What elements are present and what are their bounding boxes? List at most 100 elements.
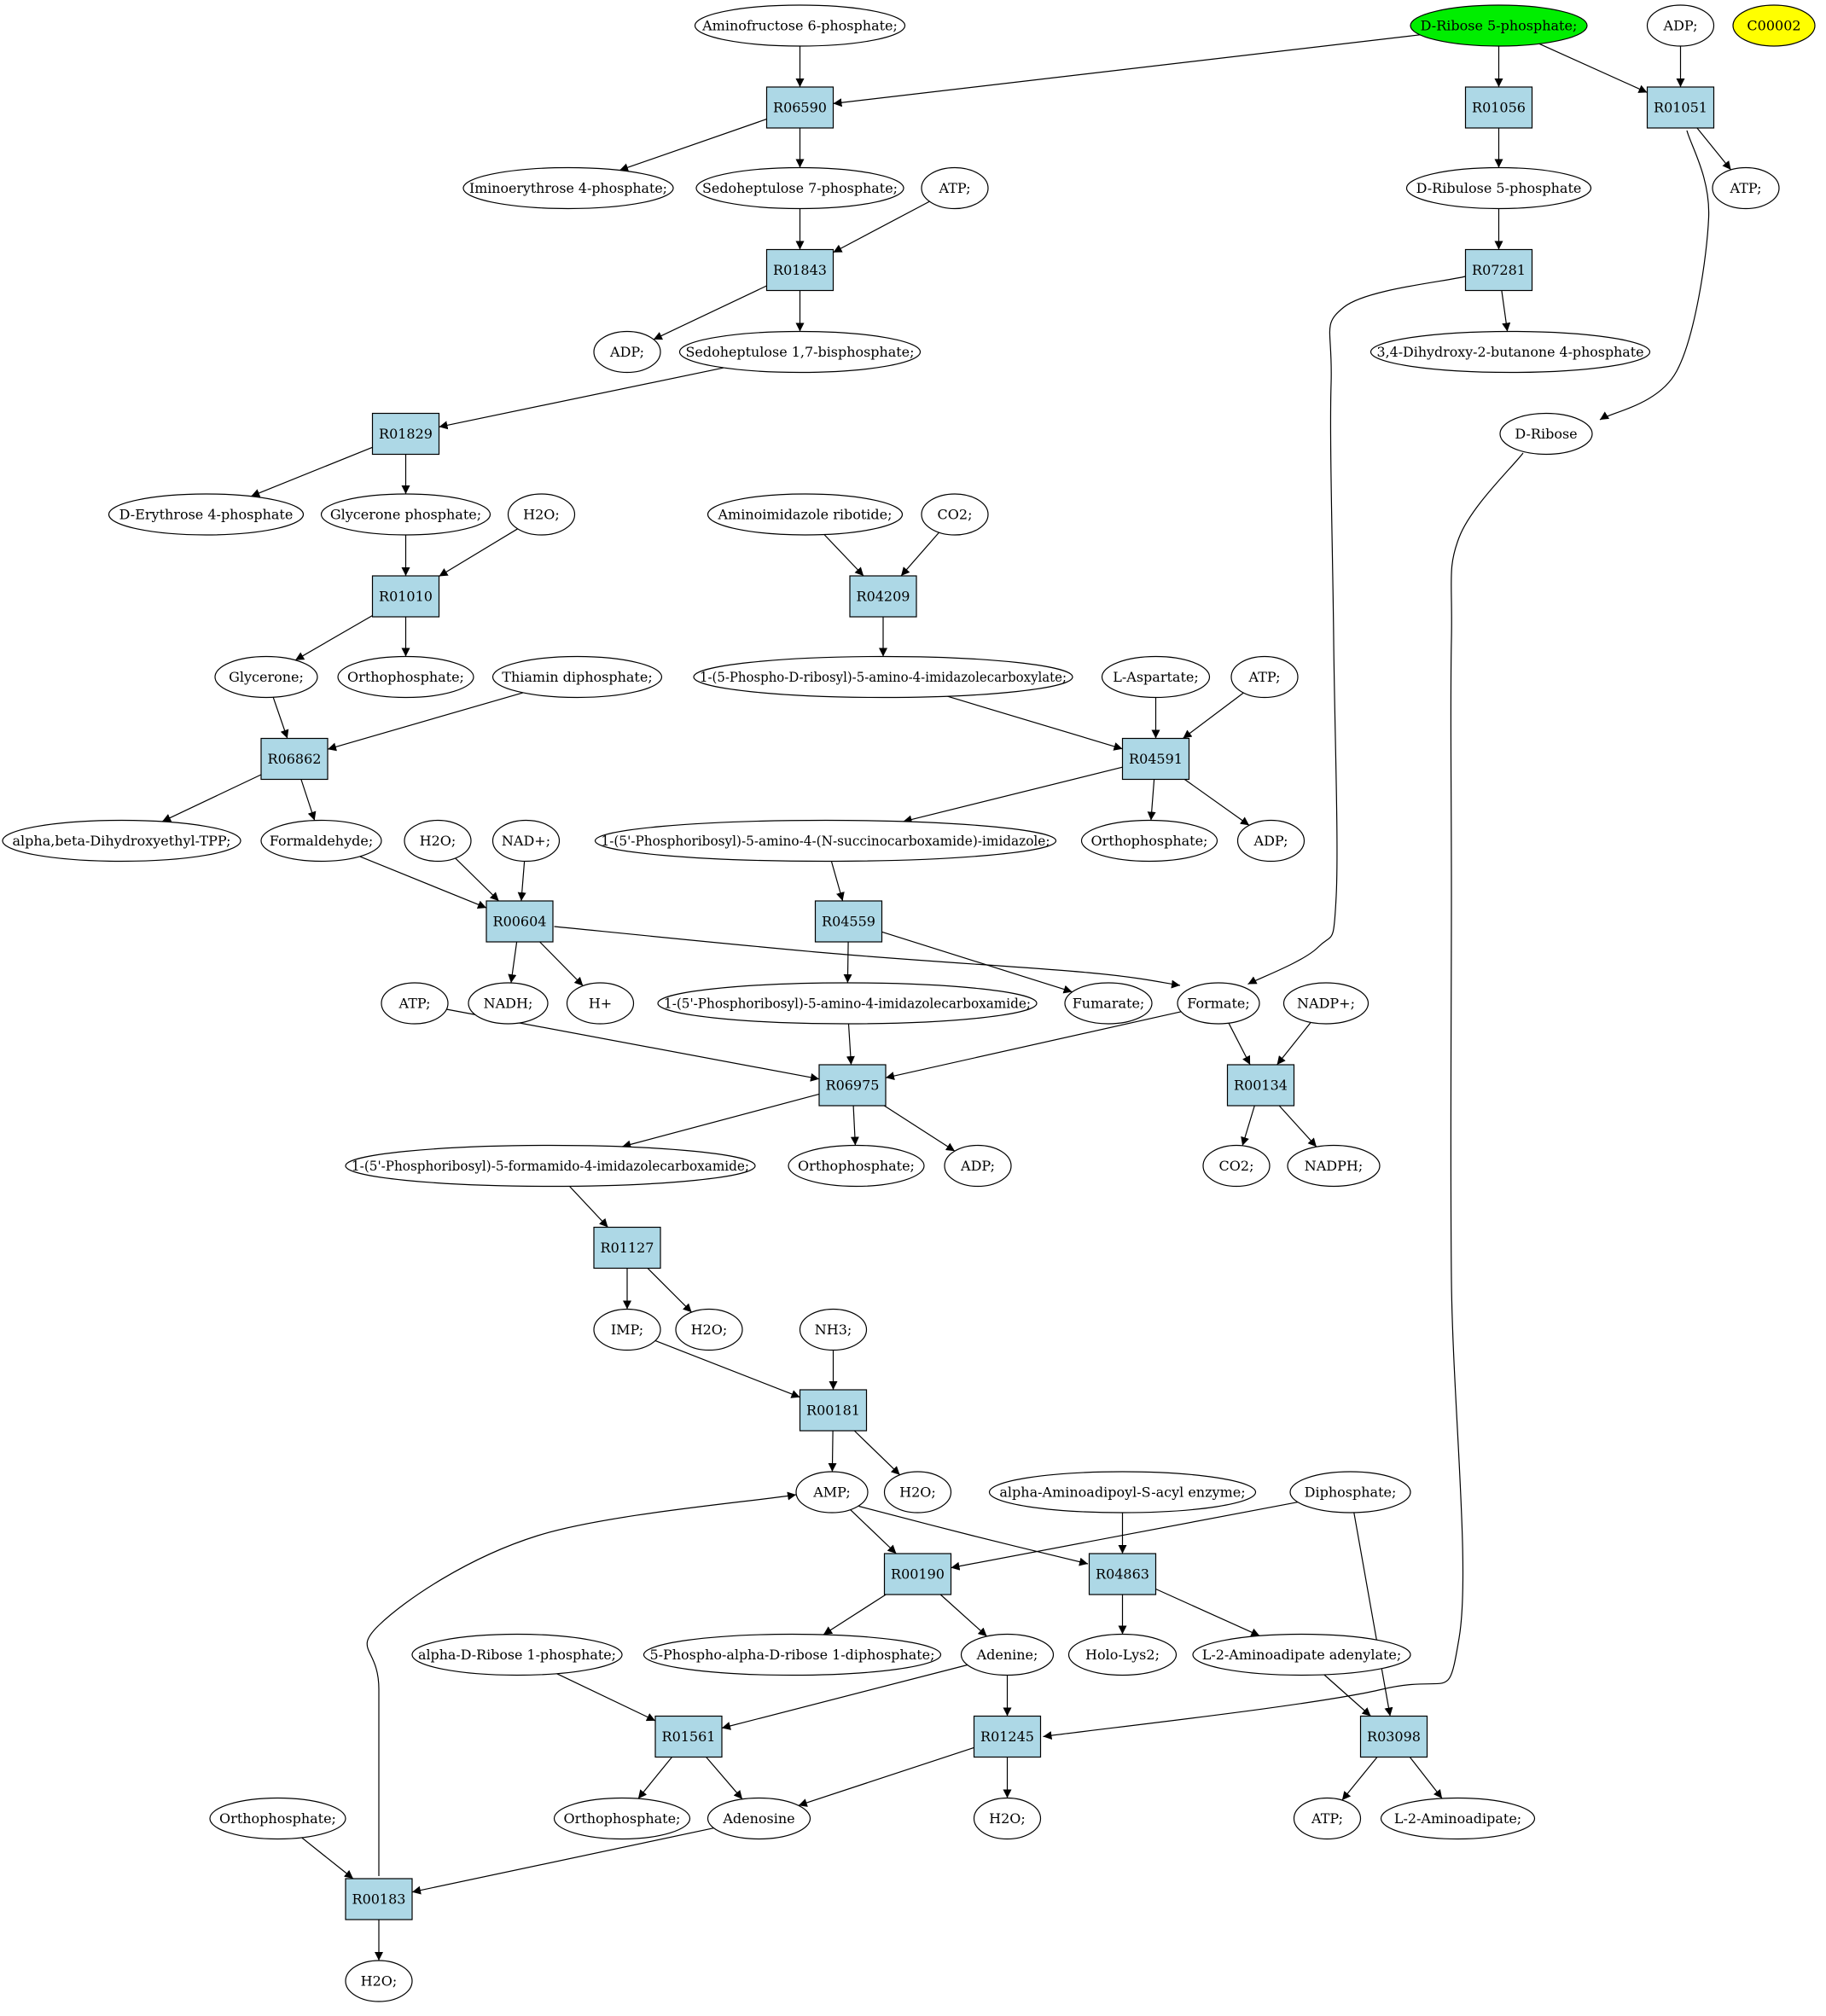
reaction-node-r00134[interactable]: R00134: [1226, 1064, 1295, 1107]
node-label: H2O;: [523, 507, 560, 523]
compound-node-c-h2o-1245[interactable]: H2O;: [973, 1797, 1042, 1840]
compound-node-c-ribose1p[interactable]: alpha-D-Ribose 1-phosphate;: [411, 1633, 623, 1676]
compound-node-c-erythrose4p[interactable]: D-Erythrose 4-phosphate: [108, 493, 305, 536]
compound-node-c-aminoadipate[interactable]: L-2-Aminoadipate;: [1380, 1797, 1536, 1840]
compound-node-c-h2o-183[interactable]: H2O;: [345, 1960, 413, 2002]
compound-node-c-adenosine[interactable]: Adenosine: [707, 1797, 811, 1840]
node-label: Orthophosphate;: [219, 1810, 336, 1827]
compound-node-c-formate[interactable]: Formate;: [1177, 982, 1260, 1025]
compound-node-c-faicar[interactable]: 1-(5'-Phosphoribosyl)-5-formamido-4-imid…: [345, 1144, 756, 1188]
compound-node-c-adp-1843[interactable]: ADP;: [593, 330, 661, 374]
reaction-node-r01056[interactable]: R01056: [1464, 86, 1533, 129]
compound-node-c-hololys2[interactable]: Holo-Lys2;: [1067, 1633, 1178, 1676]
edge-c-saicar-to-r04559: [830, 861, 845, 902]
reaction-node-r01127[interactable]: R01127: [593, 1226, 661, 1269]
compound-node-c-thiamin[interactable]: Thiamin diphosphate;: [491, 655, 663, 699]
compound-node-c-aminoadipate-aden[interactable]: L-2-Aminoadipate adenylate;: [1192, 1633, 1411, 1676]
compound-node-c-air[interactable]: Aminoimidazole ribotide;: [707, 493, 904, 536]
compound-node-c-adp-top[interactable]: ADP;: [1646, 4, 1715, 47]
compound-node-c-imp[interactable]: IMP;: [593, 1308, 661, 1351]
compound-node-c-iminoerythrose[interactable]: Iminoerythrose 4-phosphate;: [462, 166, 674, 210]
compound-node-c-dihydroxybutanone[interactable]: 3,4-Dihydroxy-2-butanone 4-phosphate: [1370, 330, 1651, 374]
compound-node-c-h2o-181[interactable]: H2O;: [883, 1471, 952, 1513]
compound-node-c-ribose5p[interactable]: D-Ribose 5-phosphate;: [1410, 4, 1588, 47]
compound-node-c-orthop-4591[interactable]: Orthophosphate;: [1080, 819, 1218, 863]
reaction-node-r04209[interactable]: R04209: [849, 575, 917, 618]
compound-node-c-atp-4591[interactable]: ATP;: [1230, 655, 1299, 699]
compound-node-c-prpp[interactable]: 5-Phospho-alpha-D-ribose 1-diphosphate;: [643, 1633, 942, 1676]
compound-node-c-nad[interactable]: NAD+;: [491, 819, 561, 863]
edge-c-thiamin-to-r06862: [327, 692, 524, 752]
compound-node-c-atp-1051[interactable]: ATP;: [1712, 166, 1780, 210]
compound-node-c-aminoadipoyl[interactable]: alpha-Aminoadipoyl-S-acyl enzyme;: [988, 1471, 1257, 1513]
reaction-node-r04559[interactable]: R04559: [814, 900, 883, 943]
compound-node-c-glyceronep[interactable]: Glycerone phosphate;: [320, 493, 491, 536]
compound-node-c-cair[interactable]: 1-(5-Phospho-D-ribosyl)-5-amino-4-imidaz…: [693, 655, 1073, 699]
compound-node-c-co2-134[interactable]: CO2;: [1202, 1144, 1271, 1188]
reaction-node-r00183[interactable]: R00183: [345, 1878, 413, 1920]
compound-node-c-nadp[interactable]: NADP+;: [1282, 982, 1370, 1025]
reaction-node-r06862[interactable]: R06862: [260, 737, 329, 781]
compound-node-c-co2-4209[interactable]: CO2;: [921, 493, 989, 536]
node-label: R01051: [1654, 100, 1707, 116]
edge-c-ribose-to-r01245: [1043, 452, 1524, 1740]
reaction-node-r04591[interactable]: R04591: [1121, 737, 1190, 781]
compound-node-c-atp-1843[interactable]: ATP;: [921, 166, 989, 210]
compound-ellipse: [1282, 982, 1370, 1025]
compound-ellipse: [214, 655, 318, 699]
reaction-node-r01245[interactable]: R01245: [973, 1715, 1042, 1758]
reaction-node-r06590[interactable]: R06590: [765, 86, 834, 129]
compound-node-c-orthop-1010[interactable]: Orthophosphate;: [337, 655, 474, 699]
edge-r03098-to-c-aminoadipate: [1409, 1757, 1443, 1799]
compound-node-c-nadh[interactable]: NADH;: [468, 982, 549, 1025]
compound-node-c-ribulose5p[interactable]: D-Ribulose 5-phosphate: [1405, 166, 1592, 210]
compound-node-c-aminofructose[interactable]: Aminofructose 6-phosphate;: [694, 4, 906, 47]
compound-node-c-fumarate[interactable]: Fumarate;: [1064, 982, 1153, 1025]
compound-node-c-nadph[interactable]: NADPH;: [1287, 1144, 1381, 1188]
compound-node-c-h2o-1127[interactable]: H2O;: [675, 1308, 743, 1351]
node-label: C00002: [1747, 18, 1800, 34]
compound-node-c-dhe-tpp[interactable]: alpha,beta-Dihydroxyethyl-TPP;: [2, 819, 241, 863]
reaction-node-r00604[interactable]: R00604: [486, 900, 554, 943]
compound-ellipse: [988, 1471, 1257, 1513]
reaction-node-r03098[interactable]: R03098: [1359, 1715, 1428, 1758]
reaction-node-r06975[interactable]: R06975: [818, 1064, 887, 1107]
compound-node-c-ribose[interactable]: D-Ribose: [1499, 412, 1593, 456]
compound-node-c-orthop-1561[interactable]: Orthophosphate;: [553, 1797, 691, 1840]
compound-node-c-aspartate[interactable]: L-Aspartate;: [1101, 655, 1211, 699]
reaction-node-r01561[interactable]: R01561: [654, 1715, 723, 1758]
compound-node-c-adp-6975[interactable]: ADP;: [944, 1144, 1012, 1188]
compound-node-c-orthop-6975[interactable]: Orthophosphate;: [788, 1144, 925, 1188]
reaction-node-r01829[interactable]: R01829: [371, 412, 440, 456]
compound-node-c-saicar[interactable]: 1-(5'-Phosphoribosyl)-5-amino-4-(N-succi…: [594, 819, 1057, 863]
reaction-node-r01843[interactable]: R01843: [765, 248, 834, 292]
edge-c-amp-to-r04863: [858, 1505, 1089, 1566]
compound-node-c-sedo17bp[interactable]: Sedoheptulose 1,7-bisphosphate;: [678, 330, 922, 374]
compound-node-c-c00002[interactable]: C00002: [1732, 4, 1816, 47]
reaction-node-r04863[interactable]: R04863: [1088, 1553, 1157, 1595]
reaction-node-r00181[interactable]: R00181: [799, 1389, 868, 1432]
compound-node-c-diphosphate[interactable]: Diphosphate;: [1289, 1471, 1411, 1513]
compound-ellipse: [507, 493, 576, 536]
compound-node-c-glycerone[interactable]: Glycerone;: [214, 655, 318, 699]
compound-node-c-h2o-604[interactable]: H2O;: [404, 819, 472, 863]
node-label: ADP;: [1663, 18, 1698, 34]
node-label: R01843: [773, 262, 827, 278]
reaction-node-r01010[interactable]: R01010: [371, 575, 440, 618]
compound-node-c-sedo7p[interactable]: Sedoheptulose 7-phosphate;: [695, 166, 904, 210]
reaction-node-r01051[interactable]: R01051: [1646, 86, 1715, 129]
compound-node-c-atp-3098[interactable]: ATP;: [1293, 1797, 1362, 1840]
reaction-node-r07281[interactable]: R07281: [1464, 248, 1533, 292]
compound-node-c-amp[interactable]: AMP;: [795, 1471, 869, 1513]
compound-node-c-hplus[interactable]: H+: [566, 982, 635, 1025]
compound-node-c-adp-4591[interactable]: ADP;: [1236, 819, 1306, 863]
compound-node-c-h2o-1010[interactable]: H2O;: [507, 493, 576, 536]
compound-node-c-orthop-183[interactable]: Orthophosphate;: [209, 1797, 346, 1840]
compound-node-c-nh3[interactable]: NH3;: [799, 1308, 868, 1351]
compound-node-c-aicar[interactable]: 1-(5'-Phosphoribosyl)-5-amino-4-imidazol…: [657, 982, 1038, 1025]
node-label: H+: [589, 996, 612, 1012]
compound-node-c-atp-6975[interactable]: ATP;: [381, 982, 449, 1025]
compound-node-c-formaldehyde[interactable]: Formaldehyde;: [260, 819, 382, 863]
reaction-node-r00190[interactable]: R00190: [883, 1553, 952, 1595]
compound-node-c-adenine[interactable]: Adenine;: [960, 1633, 1055, 1676]
